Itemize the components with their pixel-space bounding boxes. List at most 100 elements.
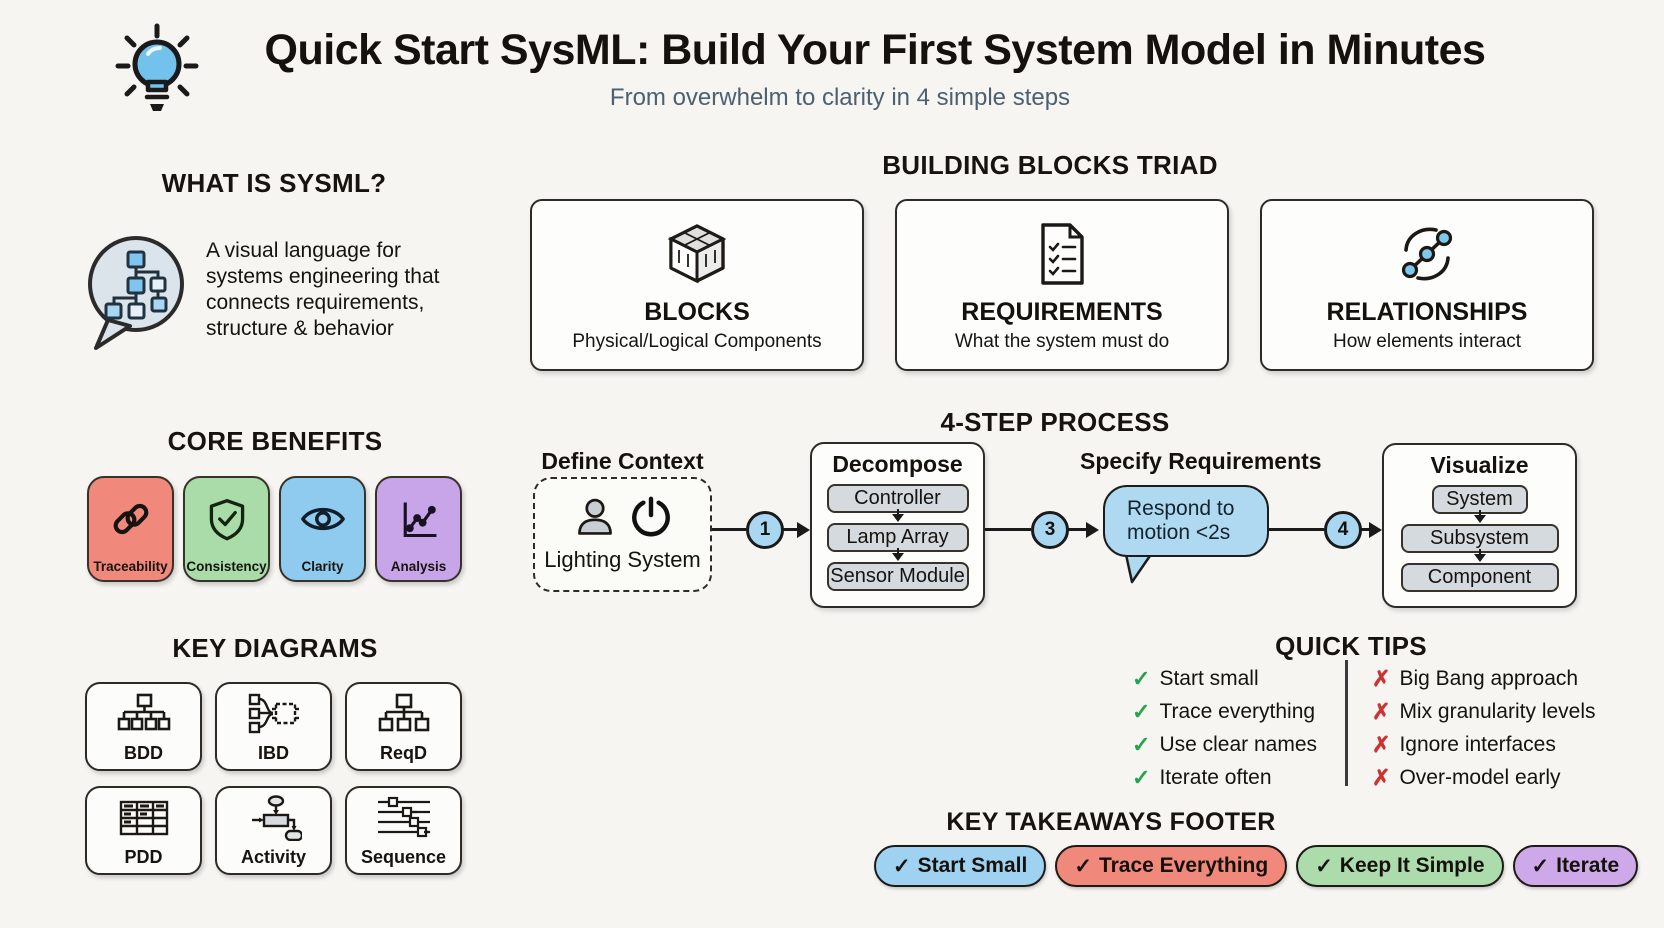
check-icon: ✓ xyxy=(1132,732,1151,757)
diagram-card-reqd: ReqD xyxy=(345,682,462,771)
tip-item: ✗ Mix granularity levels xyxy=(1372,699,1596,725)
node-link-icon xyxy=(1394,201,1460,298)
pill-label: Trace Everything xyxy=(1098,854,1269,877)
arrowhead-icon xyxy=(1086,521,1099,538)
person-icon xyxy=(574,496,616,543)
tip-item: ✗Over-model early xyxy=(1372,765,1596,791)
process-heading: 4-STEP PROCESS xyxy=(940,407,1170,437)
page-title: Quick Start SysML: Build Your First Syst… xyxy=(264,26,1486,74)
power-icon xyxy=(630,496,672,543)
takeaway-pill-start-small: ✓ Start Small xyxy=(874,845,1047,887)
footer-heading: KEY TAKEAWAYS FOOTER xyxy=(946,808,1276,836)
connector-line xyxy=(712,528,746,531)
diagram-cards: BDD IBD ReqD xyxy=(85,682,462,875)
triad-title: RELATIONSHIPS xyxy=(1326,298,1528,326)
benefits-heading: CORE BENEFITS xyxy=(167,426,383,456)
tip-item: ✓ Iterate often xyxy=(1132,765,1317,791)
tip-text: Iterate often xyxy=(1159,766,1272,789)
tip-text: Mix granularity levels xyxy=(1399,700,1596,723)
benefit-card-traceability: Traceability xyxy=(87,476,174,582)
connector-line xyxy=(985,528,1031,531)
cross-icon: ✗ xyxy=(1372,765,1391,790)
reqd-tree-icon xyxy=(376,684,432,743)
diagrams-heading: KEY DIAGRAMS xyxy=(172,633,378,663)
diagram-label: ReqD xyxy=(379,743,427,763)
tip-text: Trace everything xyxy=(1159,700,1316,723)
ibd-block-icon xyxy=(246,684,302,743)
check-icon: ✓ xyxy=(1132,765,1151,790)
what-is-heading: WHAT IS SYSML? xyxy=(161,168,387,198)
tip-item: ✓Start small xyxy=(1132,666,1317,692)
benefit-card-consistency: Consistency xyxy=(183,476,270,582)
triad-title: REQUIREMENTS xyxy=(961,298,1163,326)
define-context-label: Define Context xyxy=(541,448,704,474)
down-arrow-icon xyxy=(891,553,904,561)
lightbulb-icon xyxy=(110,18,204,127)
connector-line xyxy=(1265,528,1324,531)
tip-text: Start small xyxy=(1159,667,1259,690)
arrowhead-icon xyxy=(797,521,810,538)
context-system-name: Lighting System xyxy=(544,547,701,572)
diagram-label: PDD xyxy=(124,847,163,867)
tips-donts-list: ✗Big Bang approach ✗Mix granularity leve… xyxy=(1372,666,1596,791)
tip-item: ✓ Trace everything xyxy=(1132,699,1317,725)
visualize-title: Visualize xyxy=(1430,452,1529,478)
step-number-badge: 4 xyxy=(1324,511,1362,549)
pill-label: Iterate xyxy=(1556,854,1620,877)
benefit-label: Consistency xyxy=(186,559,267,574)
takeaway-pills: ✓ Start Small ✓ Trace Everything ✓ Keep … xyxy=(874,845,1639,887)
diagram-card-ibd: IBD xyxy=(215,682,332,771)
sequence-lifeline-icon xyxy=(376,788,432,847)
tips-dos-list: ✓Start small ✓Trace everything ✓Use clea… xyxy=(1132,666,1317,791)
bdd-tree-icon xyxy=(116,684,172,743)
decompose-box: Decompose Controller Lamp Array Sensor M… xyxy=(810,442,985,608)
triad-subtitle: Physical/Logical Components xyxy=(572,331,822,352)
benefit-card-clarity: Clarity xyxy=(279,476,366,582)
requirement-text: Respond to motion <2s xyxy=(1127,497,1235,544)
trend-chart-icon xyxy=(397,478,441,559)
tips-heading: QUICK TIPS xyxy=(1275,631,1427,661)
connector-line xyxy=(1359,528,1371,531)
speech-bubble-diagram-icon xyxy=(78,228,194,359)
diagram-label: IBD xyxy=(258,743,289,763)
eye-icon xyxy=(300,478,346,559)
diagram-card-activity: Activity xyxy=(215,786,332,875)
diagram-label: BDD xyxy=(124,743,163,763)
chain-link-icon xyxy=(109,478,153,559)
tip-item: ✓ Use clear names xyxy=(1132,732,1317,758)
check-icon: ✓ xyxy=(1531,854,1550,878)
visualize-item: System xyxy=(1431,485,1528,514)
page-subtitle: From overwhelm to clarity in 4 simple st… xyxy=(609,84,1071,111)
check-icon: ✓ xyxy=(1315,854,1333,878)
diagram-card-pdd: PDD xyxy=(85,786,202,875)
down-arrow-icon xyxy=(1473,515,1486,523)
cross-icon: ✗ xyxy=(1372,666,1391,691)
benefit-label: Clarity xyxy=(301,559,344,574)
step-number-badge: 3 xyxy=(1031,511,1069,549)
tip-item: ✗Ignore interfaces xyxy=(1372,732,1596,758)
check-icon: ✓ xyxy=(893,854,911,878)
pdd-table-icon xyxy=(116,788,172,847)
check-icon: ✓ xyxy=(1074,854,1092,878)
decompose-item: Lamp Array xyxy=(826,523,969,552)
check-icon: ✓ xyxy=(1132,699,1151,724)
connector-line xyxy=(1066,528,1087,531)
takeaway-pill-keep-it-simple: ✓ Keep It Simple xyxy=(1296,845,1504,887)
visualize-box: Visualize System Subsystem Component xyxy=(1382,443,1577,608)
benefit-label: Analysis xyxy=(390,559,447,574)
checklist-doc-icon xyxy=(1036,201,1088,298)
visualize-item: Component xyxy=(1400,563,1559,592)
pill-label: Keep It Simple xyxy=(1339,854,1485,877)
arrowhead-icon xyxy=(1369,521,1382,538)
triad-card-relationships: RELATIONSHIPS How elements interact xyxy=(1260,199,1594,371)
cross-icon: ✗ xyxy=(1372,699,1391,724)
down-arrow-icon xyxy=(1473,554,1486,562)
connector-line xyxy=(781,528,798,531)
tip-text: Use clear names xyxy=(1159,733,1317,756)
down-arrow-icon xyxy=(891,514,904,522)
step-number-badge: 1 xyxy=(746,511,784,549)
cube-icon xyxy=(664,201,730,298)
define-context-box: Lighting System xyxy=(533,477,712,592)
benefit-card-analysis: Analysis xyxy=(375,476,462,582)
